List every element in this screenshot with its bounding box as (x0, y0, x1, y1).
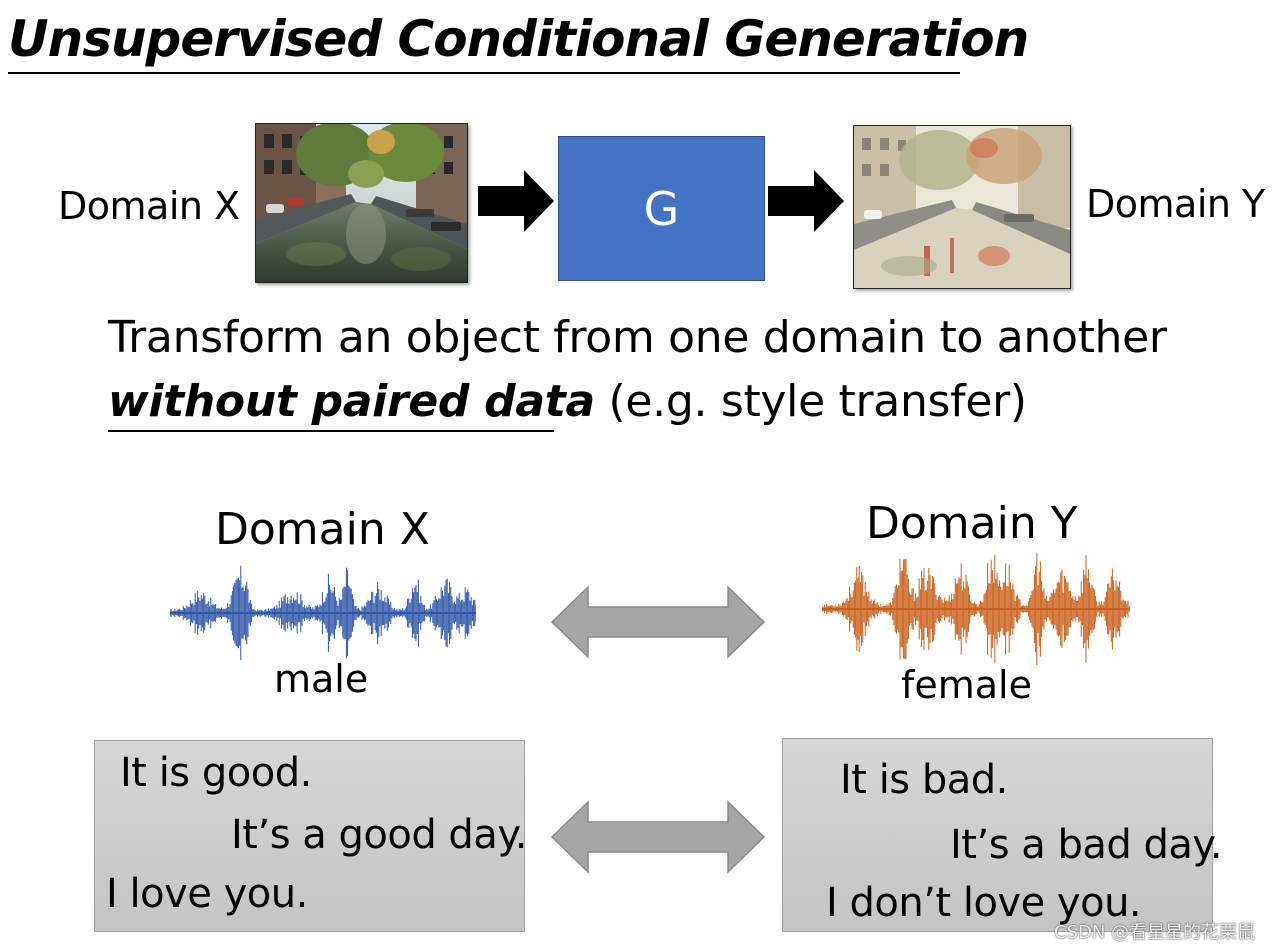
sentence-x-2: It’s a good day. (231, 812, 528, 858)
female-waveform-icon (822, 552, 1130, 666)
waveform-trace (170, 565, 476, 661)
male-waveform-icon (170, 565, 476, 661)
canal-photo-image (255, 123, 468, 283)
sentence-y-3: I don’t love you. (826, 880, 1142, 926)
right-arrow-icon (768, 170, 844, 232)
description-line-1: Transform an object from one domain to a… (108, 312, 1167, 363)
text-box-domain-x (94, 740, 525, 932)
waveform-trace (822, 552, 1130, 666)
title-underline (8, 72, 960, 74)
text-box-domain-y (782, 738, 1213, 932)
domain-y-label-top: Domain Y (1086, 182, 1265, 226)
double-arrow-icon (550, 800, 766, 874)
generator-box: G (558, 136, 765, 281)
sentence-x-1: It is good. (120, 750, 312, 796)
watermark: CSDN @看星星的花栗鼠 (1054, 922, 1256, 943)
male-caption: male (274, 657, 369, 701)
slide-title: Unsupervised Conditional Generation (8, 10, 1029, 68)
domain-y-label-speech: Domain Y (866, 498, 1078, 549)
generator-label: G (643, 181, 680, 236)
description-line-2: without paired data (e.g. style transfer… (108, 370, 1027, 434)
right-arrow-icon (478, 170, 554, 232)
female-caption: female (901, 663, 1032, 707)
emphasis-underline (108, 430, 554, 432)
sentence-y-1: It is bad. (840, 757, 1008, 803)
domain-x-label-top: Domain X (58, 184, 240, 228)
stylized-canal-painting-image (853, 125, 1071, 289)
domain-x-label-speech: Domain X (215, 504, 430, 555)
sentence-x-3: I love you. (106, 871, 308, 917)
sentence-y-2: It’s a bad day. (950, 822, 1223, 868)
double-arrow-icon (550, 585, 766, 659)
description-rest: (e.g. style transfer) (594, 376, 1028, 427)
description-emphasis: without paired data (108, 376, 595, 427)
